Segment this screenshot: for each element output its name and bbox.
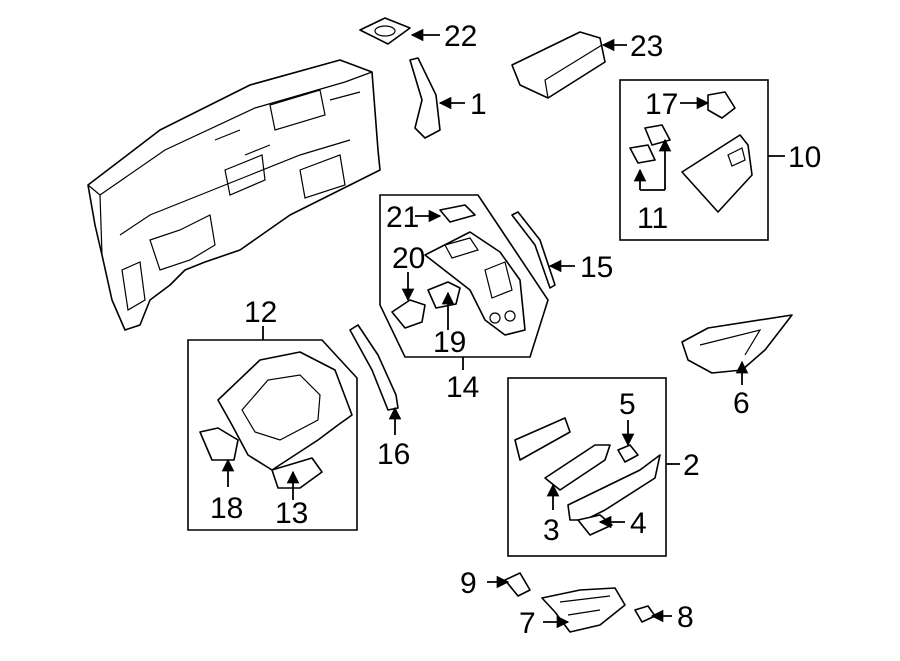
callout-23: 23	[630, 30, 663, 63]
callout-8: 8	[677, 601, 694, 634]
callout-14: 14	[446, 371, 479, 404]
callout-11: 11	[637, 202, 668, 235]
part-23-top-cover	[511, 31, 606, 99]
callout-2: 2	[683, 449, 700, 482]
part-group-14	[379, 194, 549, 358]
callout-20: 20	[392, 242, 425, 275]
part-7-lower-panel	[541, 587, 626, 633]
callout-21: 21	[386, 201, 419, 234]
callout-12: 12	[244, 296, 277, 329]
callout-3: 3	[543, 514, 560, 547]
callout-7: 7	[519, 607, 536, 640]
callout-17: 17	[645, 88, 678, 121]
callout-22: 22	[444, 20, 477, 53]
callout-19: 19	[433, 326, 466, 359]
callout-16: 16	[377, 438, 410, 471]
callout-18: 18	[210, 492, 243, 525]
callout-13: 13	[275, 497, 308, 530]
callout-5: 5	[619, 388, 636, 421]
callout-6: 6	[733, 387, 750, 420]
part-15-trim-strip	[511, 211, 556, 289]
part-1-side-trim	[409, 57, 441, 139]
leader-lines	[221, 28, 785, 629]
callout-1: 1	[470, 88, 487, 121]
part-group-2	[507, 377, 667, 557]
callout-10: 10	[788, 141, 821, 174]
part-8-fastener	[634, 605, 656, 623]
callout-9: 9	[460, 567, 477, 600]
part-16-pillar-trim	[349, 324, 399, 411]
part-9-clip	[504, 572, 531, 597]
part-6-lower-compartment	[681, 314, 793, 374]
instrument-panel-assembly	[87, 59, 381, 331]
callout-4: 4	[630, 507, 647, 540]
callout-15: 15	[580, 251, 613, 284]
callout-labels: 22 23 1 17 10 11 21 20 15 12 19 14 6 5 1…	[210, 20, 821, 640]
part-22-plate	[359, 17, 411, 45]
